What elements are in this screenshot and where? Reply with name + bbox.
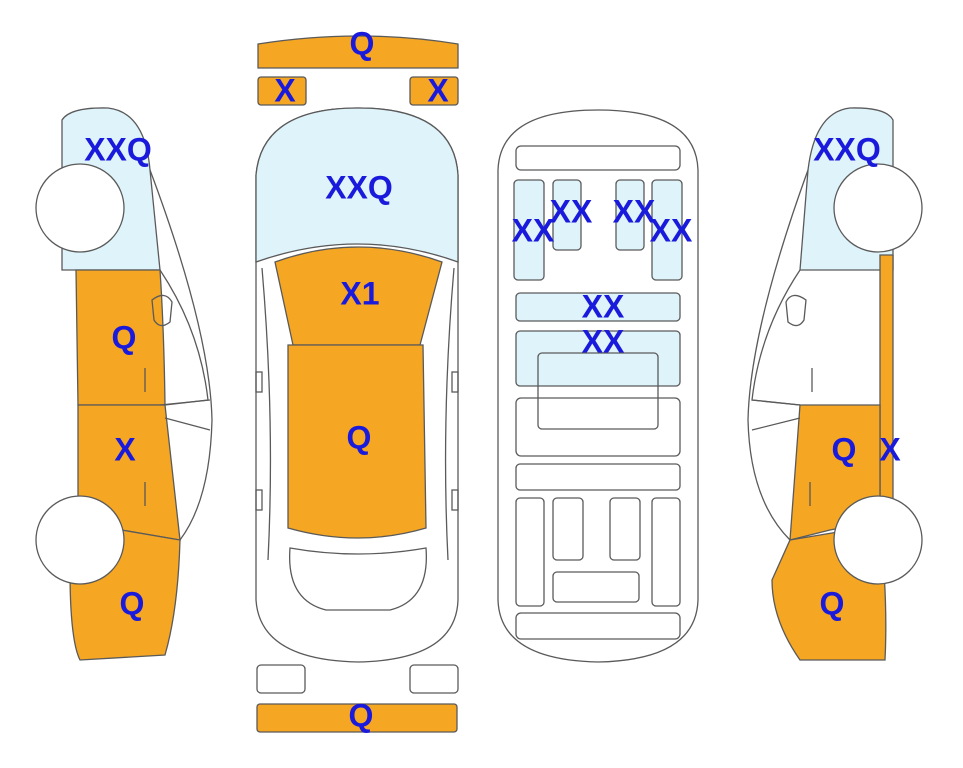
right-window-line: [751, 269, 801, 406]
interior-trunk-bottom: [552, 571, 640, 603]
top-bumper-part[interactable]: [257, 35, 459, 69]
interior-bench-2-part[interactable]: [515, 330, 681, 387]
right-quarter-glass-label: XXQ: [813, 131, 881, 167]
right-pillar-label: X: [879, 431, 901, 467]
roof-part[interactable]: [287, 344, 427, 539]
hood-front-label: X1: [340, 275, 379, 311]
left-sill-line: [164, 417, 211, 431]
interior-seat-2-label: XX: [550, 193, 593, 229]
top-handle-right: [451, 489, 459, 511]
windshield-label: XXQ: [325, 169, 393, 205]
left-window-line: [159, 269, 209, 406]
interior-console: [537, 352, 659, 430]
left-belt-line: [159, 399, 211, 406]
interior-bench-2-label: XX: [582, 323, 625, 359]
interior-trunk-l: [515, 497, 545, 607]
damage-labels: Q X X XXQ X1 Q Q XXQ Q X Q XX XX XX XX X…: [84, 25, 901, 733]
top-inner-line-right: [444, 267, 455, 561]
interior-view: [497, 109, 699, 663]
right-mirror: [785, 294, 807, 327]
interior-rear-bench: [515, 463, 681, 491]
interior-trunk-m2: [609, 497, 641, 561]
left-side-view: [35, 107, 213, 661]
rear-light-left: [256, 664, 306, 694]
interior-bench-1-label: XX: [582, 288, 625, 324]
right-wheel-rear: [833, 495, 923, 585]
top-mirror-right-label: X: [427, 72, 449, 108]
top-side-mirror-right: [451, 371, 459, 393]
bottom-bumper-part[interactable]: [256, 703, 458, 733]
top-bumper-label: Q: [350, 25, 375, 61]
right-side-view: [747, 107, 923, 661]
top-mirror-left-label: X: [274, 72, 296, 108]
interior-seat-1-label: XX: [512, 212, 555, 248]
interior-rear-seat: [515, 397, 681, 457]
left-front-door-label: Q: [112, 319, 137, 355]
top-inner-line-left: [261, 267, 272, 561]
right-rear-fender-label: Q: [820, 585, 845, 621]
hood-front-part[interactable]: [274, 246, 443, 346]
interior-seat-2-part[interactable]: [552, 179, 582, 251]
right-door-label: Q: [832, 431, 857, 467]
windshield-part[interactable]: [255, 107, 459, 263]
left-body-outline: [149, 169, 213, 541]
left-rear-door-label: X: [114, 431, 136, 467]
right-wheel-front: [833, 163, 923, 253]
top-view: [255, 35, 459, 733]
left-rear-fender-label: Q: [120, 585, 145, 621]
interior-dash: [515, 145, 681, 171]
top-rear-window: [288, 547, 428, 611]
right-belt-line: [751, 399, 801, 406]
top-mirror-right-part[interactable]: [409, 76, 459, 106]
left-mirror: [151, 294, 173, 327]
left-wheel-front: [35, 163, 125, 253]
rear-light-right: [409, 664, 459, 694]
interior-seat-3-part[interactable]: [615, 179, 645, 251]
right-sill-line: [751, 417, 801, 431]
interior-seat-4-label: XX: [650, 212, 693, 248]
top-mirror-left-part[interactable]: [257, 76, 307, 106]
interior-seat-1-part[interactable]: [513, 179, 545, 281]
right-body-outline: [747, 169, 809, 541]
interior-outline: [497, 109, 699, 663]
interior-rear-panel: [515, 612, 681, 640]
interior-bench-1-part[interactable]: [515, 292, 681, 322]
interior-trunk-r: [651, 497, 681, 607]
left-wheel-rear: [35, 495, 125, 585]
left-quarter-glass-label: XXQ: [84, 131, 152, 167]
interior-seat-4-part[interactable]: [651, 179, 683, 281]
top-side-mirror-left: [255, 371, 263, 393]
top-handle-left: [255, 489, 263, 511]
bottom-bumper-label: Q: [349, 697, 374, 733]
interior-seat-3-label: XX: [613, 193, 656, 229]
interior-trunk-m1: [552, 497, 584, 561]
roof-label: Q: [347, 419, 372, 455]
